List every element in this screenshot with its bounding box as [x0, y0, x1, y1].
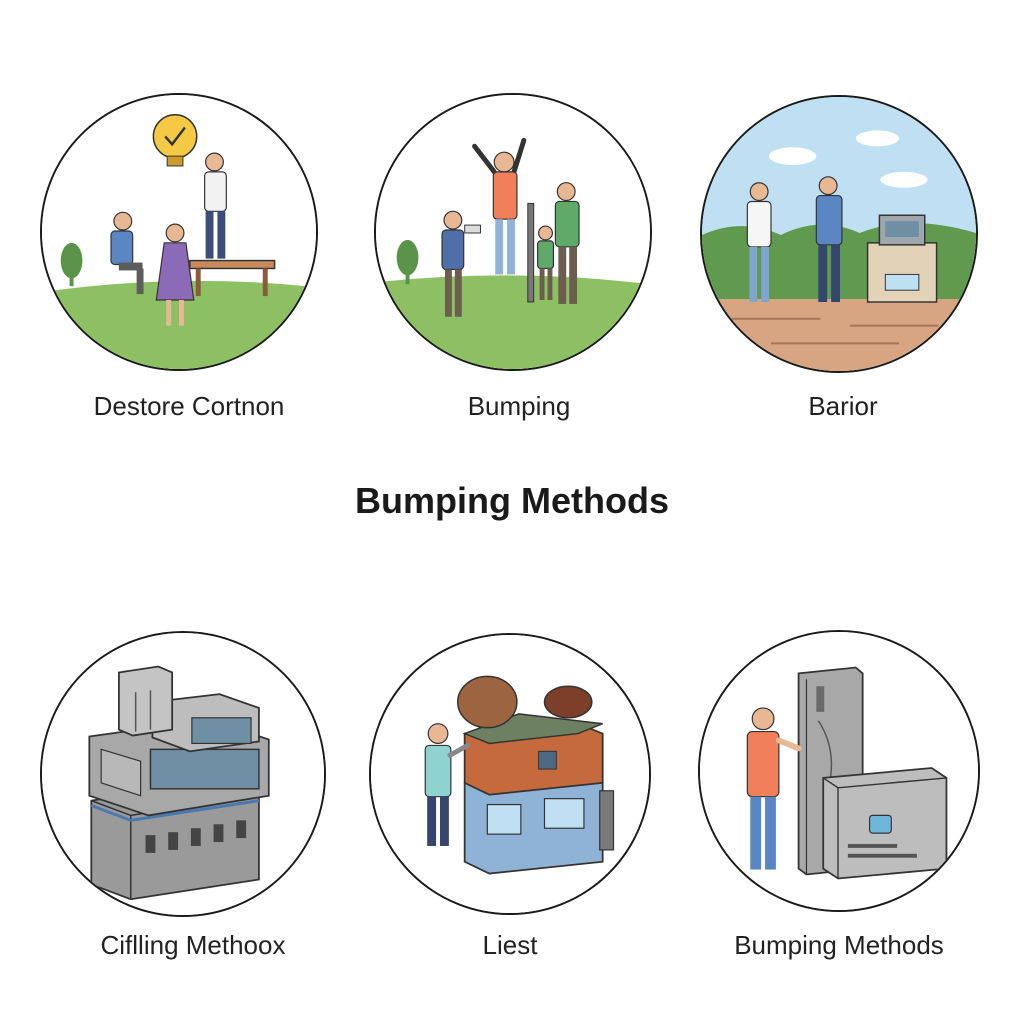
- illustration-circle-1: [40, 93, 318, 371]
- people-park-lightbulb-icon: [42, 95, 316, 369]
- tile-3-caption: Barior: [808, 391, 878, 421]
- person-server-cabinet-icon: [700, 632, 978, 910]
- tile-5-caption: Liest: [482, 930, 538, 960]
- tile-1-caption: Destore Cortnon: [93, 391, 285, 421]
- tile-6-caption: Bumping Methods: [734, 930, 944, 960]
- section-heading: Bumping Methods: [355, 480, 669, 521]
- people-celebrating-park-icon: [376, 95, 650, 369]
- illustration-circle-3: [700, 95, 978, 373]
- people-plaza-machine-icon: [702, 97, 976, 371]
- illustration-circle-6: [698, 630, 980, 912]
- illustration-circle-5: [369, 633, 651, 915]
- illustration-circle-2: [374, 93, 652, 371]
- tile-2-caption: Bumping: [467, 391, 571, 421]
- tile-4-caption: Ciflling Methoox: [100, 930, 286, 960]
- person-capsule-machine-icon: [371, 635, 649, 913]
- building-block-icon: [42, 633, 324, 915]
- illustration-circle-4: [40, 631, 326, 917]
